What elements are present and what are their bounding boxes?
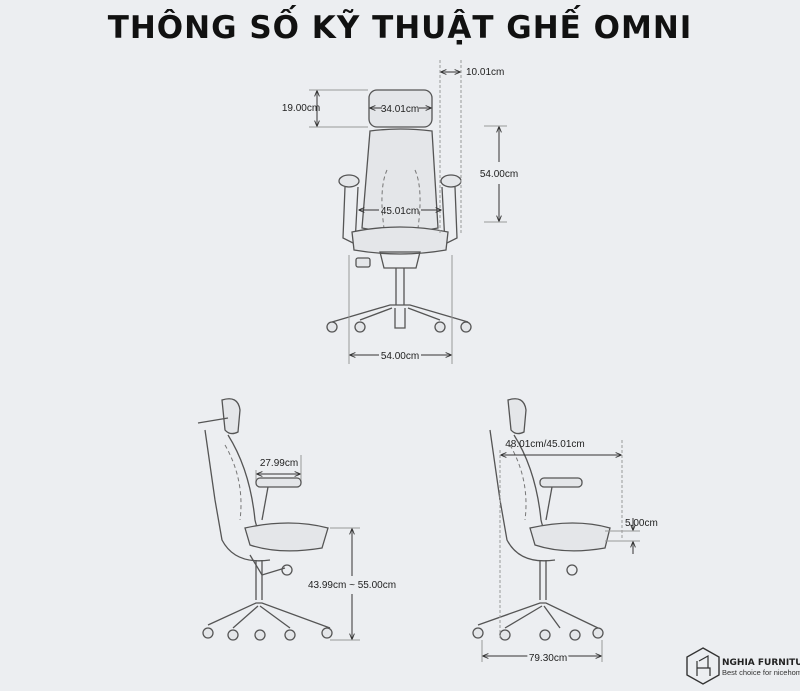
dimension-seat-height: 43.99cm ~ 55.00cm <box>308 527 396 641</box>
dimension-seat-width: 45.01cm <box>359 206 441 217</box>
backrest-height-label: 54.00cm <box>480 169 518 180</box>
brand-name: NGHIA FURNITURE <box>722 658 800 668</box>
page-title: THÔNG SỐ KỸ THUẬT GHẾ OMNI <box>107 10 693 46</box>
overall-depth-label: 79.30cm <box>529 653 567 664</box>
brand-logo: NGHIA FURNITURE Best choice for nicehome <box>686 647 800 685</box>
armrest-depth-label: 27.99cm <box>260 458 298 469</box>
dimension-armrest-width: 10.01cm <box>439 60 504 235</box>
base-width-label: 54.00cm <box>381 351 419 362</box>
dimension-armrest-depth: 27.99cm <box>255 455 302 480</box>
brand-logo-icon <box>686 647 720 685</box>
armrest-width-label: 10.01cm <box>466 67 504 78</box>
side-view-chair-left <box>197 398 333 641</box>
dimension-seat-depth: 48.01cm/45.01cm <box>499 439 623 640</box>
seat-depth-label: 48.01cm/45.01cm <box>505 439 585 450</box>
dimension-headrest-height: 19.00cm <box>282 89 368 128</box>
front-view-chair <box>326 89 472 333</box>
side-view-chair-right <box>472 398 611 641</box>
headrest-width-label: 34.01cm <box>381 104 419 115</box>
dimension-backrest-height: 54.00cm <box>480 125 518 223</box>
dimension-overall-depth: 79.30cm <box>481 640 603 666</box>
dimension-base-width: 54.00cm <box>348 255 453 364</box>
seat-width-label: 45.01cm <box>381 206 419 217</box>
dimension-seat-slide: 5.00cm <box>605 518 658 554</box>
seat-height-label: 43.99cm ~ 55.00cm <box>308 580 396 591</box>
seat-slide-label: 5.00cm <box>625 518 658 529</box>
headrest-height-label: 19.00cm <box>282 103 320 114</box>
dimension-headrest-width: 34.01cm <box>370 104 431 115</box>
brand-tagline: Best choice for nicehome <box>722 668 800 677</box>
